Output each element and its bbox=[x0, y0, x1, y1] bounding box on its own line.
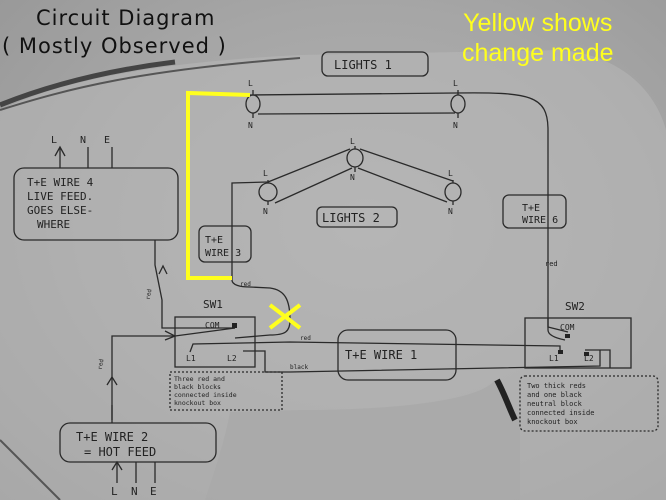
switch-2-note: neutral block bbox=[527, 400, 583, 408]
annotation-line-2: change made bbox=[462, 39, 614, 67]
wire-4-label: T+E WIRE 4 bbox=[27, 176, 94, 189]
lights-2-label-box bbox=[316, 206, 398, 228]
terminal-label: E bbox=[150, 485, 157, 498]
wire-4-box bbox=[13, 167, 179, 241]
switch-2-com: COM bbox=[560, 323, 575, 332]
terminal-label: L bbox=[51, 135, 57, 146]
terminal-label: N bbox=[80, 135, 86, 146]
switch-2-note: knockout box bbox=[527, 418, 578, 426]
sw2-com-terminal bbox=[565, 334, 570, 338]
lights-2-fitting-2 bbox=[346, 148, 364, 168]
switch-2-label: SW2 bbox=[565, 300, 585, 313]
wire-2-label: = HOT FEED bbox=[84, 445, 156, 459]
wire-3-box bbox=[198, 225, 252, 263]
wire-4-label: LIVE FEED. bbox=[27, 190, 93, 203]
switch-1-com: COM bbox=[205, 321, 220, 330]
wire-2-box bbox=[59, 422, 217, 463]
wire-color-label: red bbox=[545, 260, 558, 268]
wire-6-label: WIRE 6 bbox=[522, 215, 558, 226]
fitting-label: L bbox=[350, 137, 355, 146]
switch-1-note: knockout box bbox=[174, 399, 221, 407]
terminal-label: E bbox=[104, 135, 110, 146]
wire-4-label: GOES ELSE- bbox=[27, 204, 93, 217]
lights-2-label: LIGHTS 2 bbox=[322, 211, 380, 225]
wire-6-label: T+E bbox=[522, 203, 540, 214]
switch-2-note-box bbox=[519, 375, 659, 432]
switch-1-note: black blocks bbox=[174, 383, 221, 391]
switch-1-label: SW1 bbox=[203, 298, 223, 311]
wire-3-label: T+E bbox=[205, 235, 223, 246]
lights-1-fitting-1 bbox=[245, 94, 261, 114]
wire-color-label: red bbox=[97, 358, 106, 370]
switch-2-note: and one black bbox=[527, 391, 583, 399]
wire-color-label: red bbox=[145, 288, 154, 300]
lights-1-fitting-2 bbox=[450, 94, 466, 114]
fitting-label: N bbox=[350, 173, 355, 182]
switch-2-l1: L1 bbox=[549, 354, 559, 363]
fitting-label: N bbox=[448, 207, 453, 216]
switch-2-note: Two thick reds bbox=[527, 382, 586, 390]
wire-1-label: T+E WIRE 1 bbox=[345, 348, 417, 362]
fitting-label: L bbox=[453, 79, 458, 88]
wire-1-box bbox=[337, 329, 457, 381]
wire-color-label: black bbox=[290, 364, 308, 371]
terminal-label: L bbox=[111, 485, 118, 498]
diagram-subtitle: ( Mostly Observed ) bbox=[2, 34, 227, 58]
sw2-l1-terminal bbox=[558, 350, 563, 354]
lights-2-fitting-1 bbox=[258, 182, 278, 202]
annotation-line-1: Yellow shows bbox=[463, 9, 613, 37]
lights-2-fitting-3 bbox=[444, 182, 462, 202]
switch-1-note-box bbox=[169, 371, 283, 411]
fitting-label: N bbox=[453, 121, 458, 130]
wire-color-label: red bbox=[240, 281, 251, 288]
fitting-label: L bbox=[263, 169, 268, 178]
lights-1-label-box bbox=[321, 51, 429, 77]
switch-2-l2: L2 bbox=[584, 354, 594, 363]
fitting-label: N bbox=[263, 207, 268, 216]
fitting-label: L bbox=[448, 169, 453, 178]
yellow-bypass-wire bbox=[186, 90, 251, 280]
terminal-label: N bbox=[131, 485, 138, 498]
wire-2-label: T+E WIRE 2 bbox=[76, 430, 148, 444]
yellow-x-mark bbox=[268, 303, 302, 330]
switch-1-note: Three red and bbox=[174, 375, 225, 383]
diagram-title: Circuit Diagram bbox=[36, 6, 216, 30]
switch-1-l1: L1 bbox=[186, 354, 196, 363]
switch-1-box bbox=[174, 316, 256, 368]
change-annotation: Yellow shows change made bbox=[462, 8, 614, 68]
switch-2-box bbox=[524, 317, 632, 369]
switch-1-l2: L2 bbox=[227, 354, 237, 363]
wire-6-box bbox=[502, 194, 567, 229]
wire-4-label: WHERE bbox=[37, 218, 70, 231]
switch-1-note: connected inside bbox=[174, 391, 237, 399]
wire-color-label: red bbox=[300, 335, 311, 342]
sw1-com-terminal bbox=[232, 323, 237, 328]
wire-3-label: WIRE 3 bbox=[205, 248, 241, 259]
switch-2-note: connected inside bbox=[527, 409, 594, 417]
fitting-label: L bbox=[248, 79, 253, 88]
sw2-l2-terminal bbox=[584, 352, 589, 356]
fitting-label: N bbox=[248, 121, 253, 130]
lights-1-label: LIGHTS 1 bbox=[334, 58, 392, 72]
